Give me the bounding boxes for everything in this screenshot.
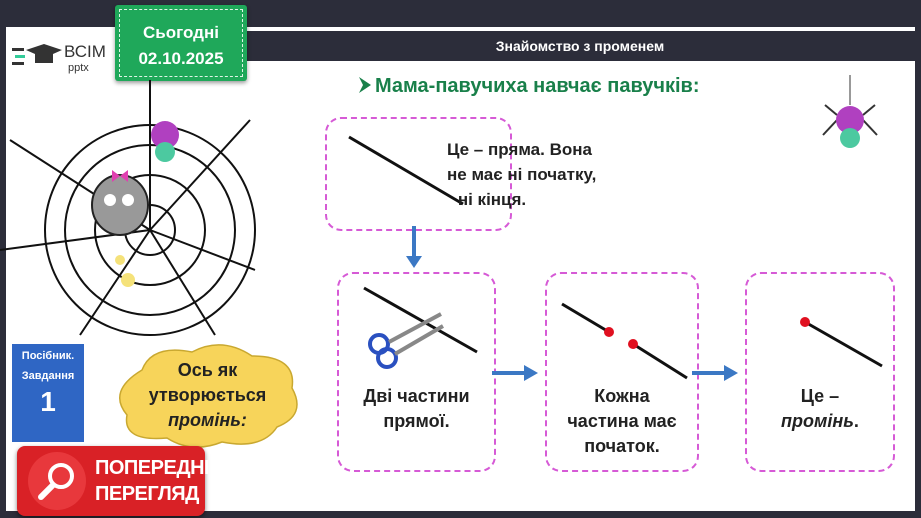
ray-figure: [800, 317, 883, 368]
two-rays-figure: [561, 302, 688, 380]
badge-line-1: Посібник.: [21, 350, 75, 362]
hanging-spider-icon: [822, 75, 878, 148]
preview-overlay-button[interactable]: ПОПЕРЕДНІЙ ПЕРЕГЛЯД: [17, 446, 223, 516]
logo-subtext: pptx: [68, 62, 89, 74]
graduation-cap-icon: [12, 44, 62, 65]
box-ray-term: промінь: [781, 411, 854, 431]
magnifier-icon: [28, 452, 86, 510]
box-line-text-1: Це – пряма. Вона: [447, 140, 592, 159]
box-ray-suffix: .: [853, 411, 859, 431]
box-line-text-3: ні кінця.: [457, 190, 527, 209]
line-figure: [348, 135, 464, 206]
arrow-down-icon: [406, 226, 422, 268]
slide-header: Знайомство з променем: [245, 31, 915, 61]
box-cut-text-1: Дві частини: [363, 386, 470, 406]
box-parts-text-3: початок.: [584, 436, 660, 456]
spider-icon: [91, 170, 149, 236]
date-value: 02.10.2025: [138, 49, 224, 68]
workbook-task-badge[interactable]: Посібник. Завдання 1: [12, 344, 84, 442]
box-cut-text-2: прямої.: [383, 411, 450, 431]
small-spider-icon: [151, 121, 179, 162]
cloud-text-1: Ось як: [177, 360, 238, 380]
box-parts-text-1: Кожна: [594, 386, 650, 406]
box-line-text-2: не має ні початку,: [447, 165, 597, 184]
spider-web-illustration: [0, 80, 256, 336]
box-parts-text-2: частина має: [567, 411, 677, 431]
thought-cloud: [118, 344, 298, 448]
logo: ВСІМ pptx: [12, 38, 112, 78]
overlay-line-1: ПОПЕРЕДНІЙ: [95, 457, 223, 479]
box-line: Це – пряма. Вона не має ні початку, ні кін…: [325, 117, 596, 231]
box-cut: Дві частини прямої.: [337, 272, 496, 472]
cloud-text-3: промінь:: [168, 410, 247, 430]
badge-number: 1: [40, 386, 56, 417]
slide-subtitle: Мама-павучиха навчає павучків:: [375, 75, 700, 97]
logo-text: ВСІМ: [64, 42, 106, 61]
date-badge: Сьогодні 02.10.2025: [115, 5, 247, 81]
arrow-right-icon-2: [692, 365, 738, 381]
cloud-text-2: утворюється: [148, 385, 267, 405]
box-parts: Кожна частина має початок.: [545, 272, 699, 472]
badge-line-2: Завдання: [21, 370, 75, 382]
date-label: Сьогодні: [143, 23, 219, 42]
arrow-bullet-icon: [359, 77, 371, 93]
scissors-icon: [368, 312, 445, 369]
arrow-right-icon: [492, 365, 538, 381]
box-ray-text-1: Це –: [800, 386, 840, 406]
cut-line-figure: [363, 286, 478, 369]
box-ray: Це – промінь.: [745, 272, 895, 472]
overlay-line-2: ПЕРЕГЛЯД: [95, 483, 199, 505]
